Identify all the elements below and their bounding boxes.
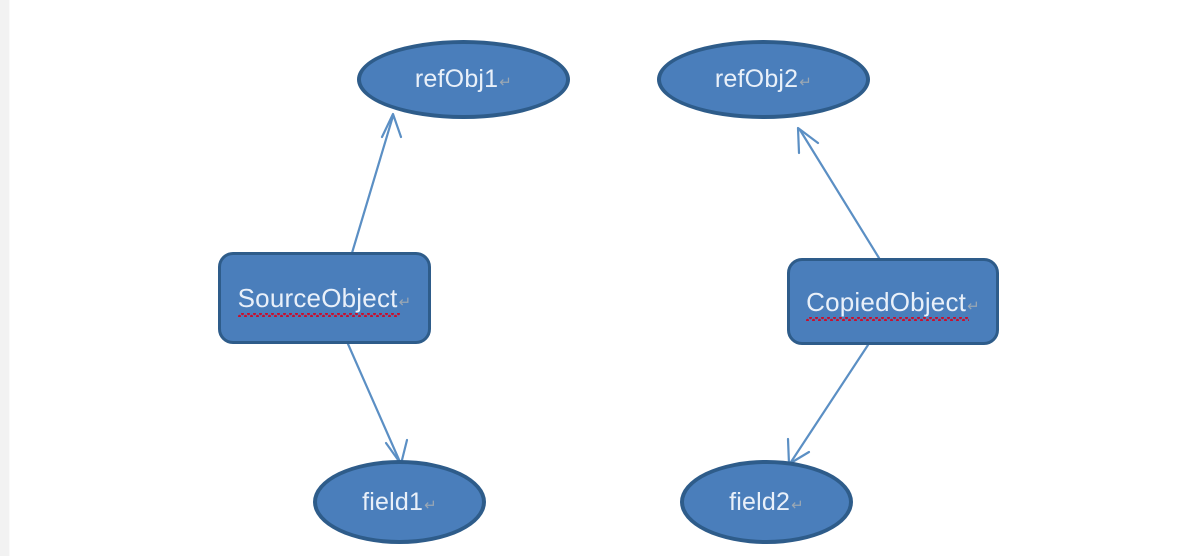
node-field1-label: field1↵ — [362, 487, 437, 516]
edge-sourceobject-to-refobj1 — [350, 112, 403, 255]
node-field1[interactable]: field1↵ — [313, 460, 486, 544]
paragraph-mark-icon: ↵ — [791, 496, 804, 514]
paragraph-mark-icon: ↵ — [424, 496, 437, 514]
node-refobj2[interactable]: refObj2↵ — [657, 40, 870, 119]
node-refobj2-label: refObj2↵ — [714, 65, 813, 93]
node-sourceobject[interactable]: SourceObject↵ — [218, 252, 431, 344]
left-margin-strip — [0, 0, 9, 556]
node-sourceobject-label: SourceObject↵ — [237, 283, 412, 317]
left-margin-edge — [9, 0, 10, 556]
paragraph-mark-icon: ↵ — [799, 74, 813, 91]
node-refobj1-label: refObj1↵ — [414, 65, 513, 93]
paragraph-mark-icon: ↵ — [967, 297, 980, 315]
paragraph-mark-icon: ↵ — [499, 74, 513, 91]
node-copiedobject[interactable]: CopiedObject↵ — [787, 258, 999, 345]
node-field2-label: field2↵ — [729, 487, 804, 516]
edge-copiedobject-to-field2 — [786, 343, 870, 466]
node-copiedobject-label: CopiedObject↵ — [806, 286, 980, 321]
node-field2[interactable]: field2↵ — [680, 460, 853, 544]
node-refobj1[interactable]: refObj1↵ — [357, 40, 570, 119]
paragraph-mark-icon: ↵ — [398, 294, 412, 311]
edge-copiedobject-to-refobj2 — [796, 126, 881, 260]
edge-sourceobject-to-field1 — [346, 342, 409, 466]
